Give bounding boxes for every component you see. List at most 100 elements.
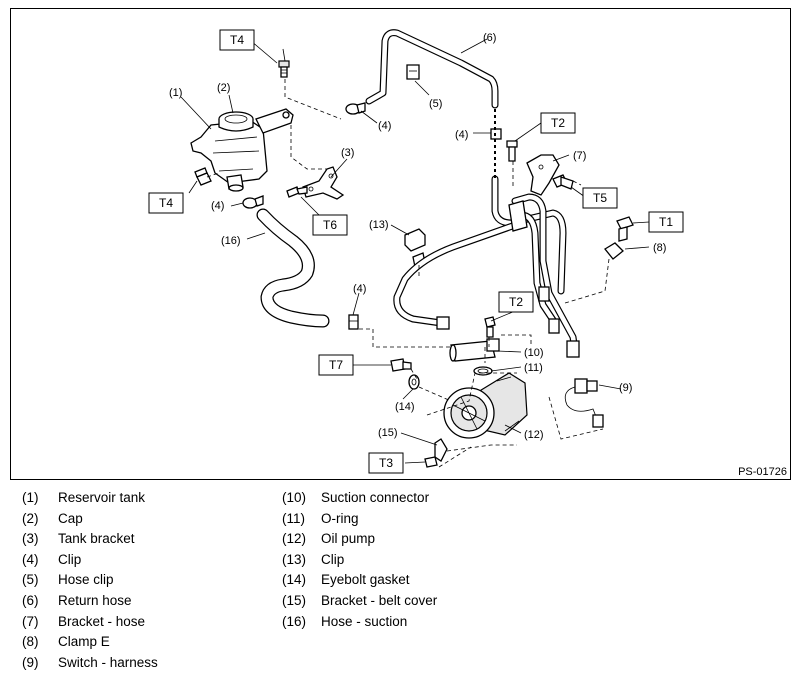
legend-part-name: Clip bbox=[58, 551, 82, 567]
callout-16: (16) bbox=[221, 235, 241, 247]
bolt-t4-lower bbox=[194, 167, 212, 186]
legend-part-name: Tank bracket bbox=[58, 531, 135, 547]
legend-number: (7) bbox=[22, 613, 39, 629]
bracket-hose bbox=[526, 154, 560, 196]
callout-13: (13) bbox=[369, 219, 389, 231]
bolt-t2-lower bbox=[484, 316, 496, 338]
hose-clip bbox=[406, 64, 420, 80]
torque-tag-t6: T6 bbox=[312, 214, 348, 236]
callout-15: (15) bbox=[378, 427, 398, 439]
legend-number: (5) bbox=[22, 572, 39, 588]
pipe-assembly bbox=[393, 175, 580, 358]
legend-number: (9) bbox=[22, 654, 39, 670]
callout-9: (9) bbox=[619, 382, 632, 394]
legend-part-name: Hose clip bbox=[58, 572, 114, 588]
callout-4-upper: (4) bbox=[378, 120, 391, 132]
legend-part-name: Clip bbox=[321, 551, 345, 567]
legend-number: (11) bbox=[282, 510, 306, 526]
torque-tag-t5: T5 bbox=[582, 187, 618, 209]
leader-lines bbox=[180, 38, 650, 464]
legend-part-name: Clamp E bbox=[58, 634, 110, 650]
torque-tag-t7: T7 bbox=[318, 354, 354, 376]
svg-text:T4: T4 bbox=[159, 196, 173, 210]
torque-tag-t4-lower: T4 bbox=[148, 192, 184, 214]
callout-7: (7) bbox=[573, 150, 586, 162]
bolt-t1 bbox=[616, 216, 634, 242]
callout-3: (3) bbox=[341, 147, 354, 159]
svg-text:T5: T5 bbox=[593, 191, 607, 205]
clip-tank bbox=[242, 195, 264, 209]
reservoir-tank bbox=[190, 108, 294, 184]
legend-part-name: Hose - suction bbox=[321, 613, 408, 629]
svg-text:T1: T1 bbox=[659, 215, 673, 229]
clip-13 bbox=[404, 228, 426, 268]
legend-number: (16) bbox=[282, 613, 307, 629]
legend-number: (3) bbox=[22, 531, 39, 547]
legend-number: (4) bbox=[22, 551, 39, 567]
clip-return-upper bbox=[345, 102, 366, 115]
bolt-t2-upper bbox=[506, 140, 518, 162]
legend-part-name: Bracket - hose bbox=[58, 613, 146, 629]
legend-number: (8) bbox=[22, 634, 39, 650]
torque-tag-t4-upper: T4 bbox=[219, 29, 255, 51]
bolt-t5 bbox=[552, 174, 574, 190]
clamp-e bbox=[604, 242, 624, 260]
oil-pump bbox=[443, 372, 528, 439]
callout-10: (10) bbox=[524, 347, 544, 359]
bracket-belt-cover bbox=[434, 438, 448, 462]
switch-harness bbox=[564, 378, 604, 428]
svg-text:T2: T2 bbox=[551, 116, 565, 130]
bolt-t6 bbox=[286, 186, 308, 198]
legend-number: (14) bbox=[282, 572, 307, 588]
torque-tag-t1: T1 bbox=[648, 211, 684, 233]
callout-1: (1) bbox=[169, 87, 182, 99]
callout-6: (6) bbox=[483, 32, 496, 44]
tank-bracket bbox=[302, 166, 345, 200]
callout-8: (8) bbox=[653, 242, 666, 254]
legend-part-name: Suction connector bbox=[321, 490, 430, 505]
legend-part-name: Cap bbox=[58, 510, 83, 526]
legend-part-name: Eyebolt gasket bbox=[321, 572, 410, 588]
legend-number: (6) bbox=[22, 592, 39, 608]
torque-tag-t2-lower: T2 bbox=[498, 291, 534, 313]
legend-part-name: Bracket - belt cover bbox=[321, 592, 438, 608]
return-hose bbox=[365, 29, 499, 109]
callout-11: (11) bbox=[524, 362, 543, 374]
clip-hose-end bbox=[348, 314, 359, 330]
o-ring bbox=[473, 366, 493, 376]
svg-text:T3: T3 bbox=[379, 456, 393, 470]
legend-number: (2) bbox=[22, 510, 39, 526]
callout-12: (12) bbox=[524, 429, 544, 441]
legend-number: (1) bbox=[22, 490, 39, 505]
callout-5: (5) bbox=[429, 98, 442, 110]
svg-text:T7: T7 bbox=[329, 358, 343, 372]
parts-legend: (1) Reservoir tank (2) Cap (3) Tank bracket (4… bbox=[0, 490, 800, 680]
bolt-t4-upper bbox=[278, 60, 290, 78]
torque-tag-t3: T3 bbox=[368, 452, 404, 474]
legend-part-name: Return hose bbox=[58, 592, 132, 608]
legend-part-name: Oil pump bbox=[321, 531, 376, 547]
tank-outlet bbox=[226, 174, 244, 192]
bolt-t7 bbox=[390, 358, 412, 372]
legend-part-name: Reservoir tank bbox=[58, 490, 146, 505]
callout-4-tank: (4) bbox=[211, 200, 224, 212]
legend-number: (15) bbox=[282, 592, 307, 608]
callout-4-hose: (4) bbox=[353, 283, 366, 295]
svg-text:T4: T4 bbox=[230, 33, 244, 47]
alignment-lines bbox=[206, 79, 610, 468]
callout-14: (14) bbox=[395, 401, 415, 413]
svg-text:T2: T2 bbox=[509, 295, 523, 309]
legend-part-name: Switch - harness bbox=[58, 654, 158, 670]
reservoir-cap bbox=[218, 111, 254, 132]
figure-id: PS-01726 bbox=[738, 466, 787, 478]
torque-tag-t2-upper: T2 bbox=[540, 112, 576, 134]
svg-text:T6: T6 bbox=[323, 218, 337, 232]
callout-4-return: (4) bbox=[455, 129, 468, 141]
legend-part-name: O-ring bbox=[321, 510, 359, 526]
legend-number: (13) bbox=[282, 551, 307, 567]
exploded-diagram: .p { fill:#fff; stroke:#000; stroke-widt… bbox=[10, 8, 791, 480]
legend-number: (10) bbox=[282, 490, 307, 505]
suction-hose bbox=[256, 208, 330, 328]
suction-connector bbox=[449, 338, 500, 362]
bolt-t3 bbox=[424, 456, 438, 468]
